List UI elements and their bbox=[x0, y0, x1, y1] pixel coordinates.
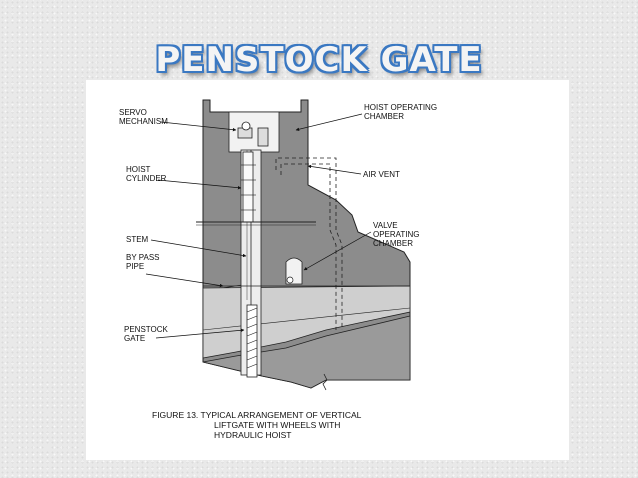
valve-chamber-label-line2: OPERATING bbox=[373, 230, 420, 239]
penstock-gate-diagram: SERVO MECHANISM HOIST OPERATING CHAMBER … bbox=[119, 99, 437, 440]
air-vent bbox=[275, 157, 343, 330]
caption-line1: FIGURE 13. TYPICAL ARRANGEMENT OF VERTIC… bbox=[152, 410, 362, 420]
caption-line3: HYDRAULIC HOIST bbox=[214, 430, 291, 440]
valve-chamber-label-line1: VALVE bbox=[373, 221, 398, 230]
penstock-gate-label-line1: PENSTOCK bbox=[124, 325, 169, 334]
hoist-cylinder-label-line2: CYLINDER bbox=[126, 174, 167, 183]
hoist-cylinder-label-line1: HOIST bbox=[126, 165, 151, 174]
hoist-cylinder bbox=[242, 151, 254, 223]
stem-label: STEM bbox=[126, 235, 149, 244]
bypass-label-line1: BY PASS bbox=[126, 253, 160, 262]
penstock-gate-label-line2: GATE bbox=[124, 334, 145, 343]
air-vent-label: AIR VENT bbox=[363, 170, 400, 179]
hoist-chamber-label-line2: CHAMBER bbox=[364, 112, 404, 121]
servo-label-line1: SERVO bbox=[119, 108, 147, 117]
hoist-chamber-label-line1: HOIST OPERATING bbox=[364, 103, 437, 112]
bypass-label-line2: PIPE bbox=[126, 262, 144, 271]
caption-line2: LIFTGATE WITH WHEELS WITH bbox=[214, 420, 340, 430]
diagram-panel: SERVO MECHANISM HOIST OPERATING CHAMBER … bbox=[86, 80, 569, 460]
hoist-chamber bbox=[228, 111, 280, 153]
penstock-gate bbox=[246, 304, 258, 378]
valve-chamber-label-line3: CHAMBER bbox=[373, 239, 413, 248]
slide-title: PENSTOCK GATE bbox=[155, 40, 483, 80]
servo-label-line2: MECHANISM bbox=[119, 117, 168, 126]
